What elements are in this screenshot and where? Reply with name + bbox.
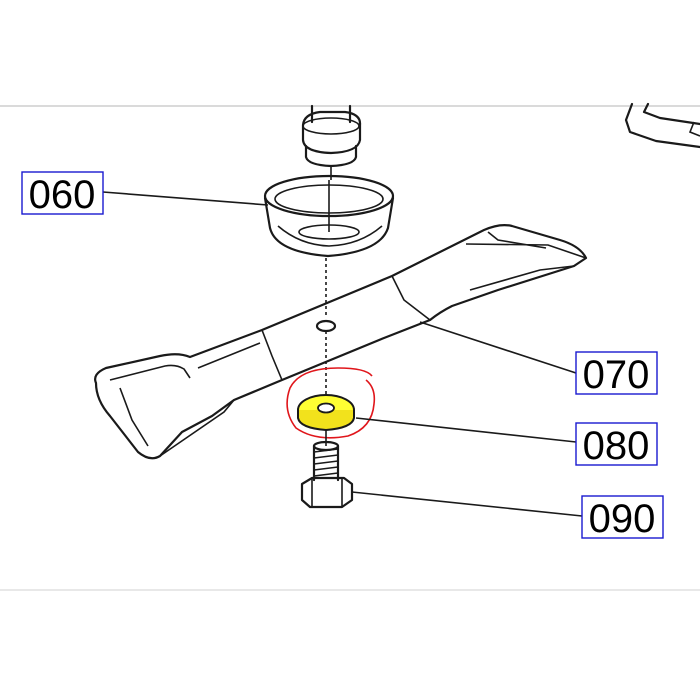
annotation-circle [286,367,376,439]
callout-080-text: 080 [583,424,650,468]
shaft-assembly [301,104,362,180]
blade-070 [94,224,588,460]
leader-lines [102,191,583,517]
leader-070 [419,321,577,374]
callout-070: 070 [575,351,658,397]
housing-fragment [624,102,700,149]
callout-090-text: 090 [589,497,656,541]
cup-060 [263,174,395,318]
washer-080 [297,394,355,432]
bolt-090 [300,430,354,509]
leader-080 [355,417,577,443]
callout-090: 090 [581,495,664,541]
callout-070-text: 070 [583,353,650,397]
leader-090 [351,491,583,517]
callout-060-text: 060 [29,173,96,217]
leader-060 [102,191,269,206]
callout-080: 080 [575,422,658,468]
callout-060: 060 [21,171,104,217]
